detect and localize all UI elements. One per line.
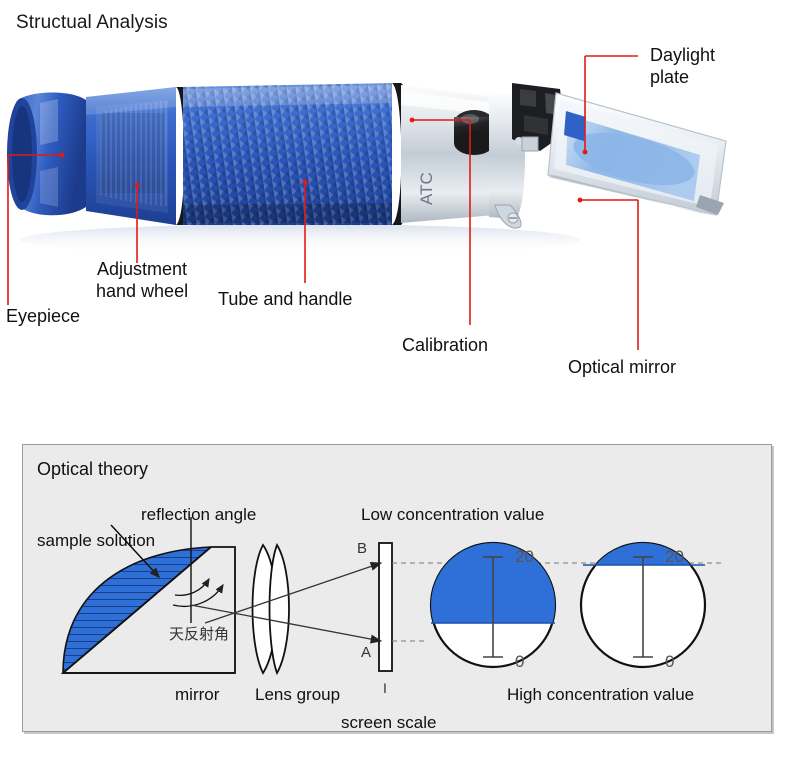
optical-theory-title: Optical theory — [37, 459, 149, 479]
surface-reflection — [20, 224, 580, 256]
low-scale-top: 20 — [515, 547, 534, 566]
tube-and-handle-part — [183, 83, 392, 225]
sample-solution-pointer — [110, 524, 161, 579]
screen-scale-shape — [378, 542, 393, 672]
device-svg: ATC — [7, 83, 727, 256]
ray-a-label: A — [361, 644, 371, 661]
lens-group-shape — [251, 542, 290, 676]
calibration-knob — [454, 110, 494, 155]
label-sample-solution: sample solution — [37, 531, 156, 550]
callout-label-tube-and-handle: Tube and handle — [218, 289, 353, 309]
label-low-concentration-value: Low concentration value — [361, 505, 545, 524]
low-concentration-readout: 20 0 — [429, 541, 557, 671]
callout-label-adjustment-hand-wheel: Adjustment hand wheel — [96, 259, 189, 301]
low-scale-bottom: 0 — [515, 652, 524, 671]
adjustment-hand-wheel-part — [86, 87, 176, 225]
callout-label-eyepiece: Eyepiece — [6, 306, 81, 326]
label-mirror: mirror — [175, 685, 220, 704]
callout-label-optical-mirror: Optical mirror — [568, 357, 677, 377]
light-rays — [190, 562, 383, 644]
optical-theory-diagram: I B A 20 0 — [60, 517, 723, 696]
label-high-concentration-value: High concentration value — [507, 685, 695, 704]
ray-b — [204, 562, 383, 624]
label-screen-scale: screen scale — [341, 713, 437, 732]
high-scale-top: 20 — [665, 547, 684, 566]
label-reflection-angle: reflection angle — [141, 505, 257, 524]
eyepiece-part — [7, 92, 86, 216]
callout-label-daylight-plate: Daylight plate — [650, 45, 716, 87]
refractometer-illustration: ATC — [0, 55, 800, 256]
high-scale-bottom: 0 — [665, 652, 674, 671]
callout-label-calibration: Calibration — [402, 335, 489, 355]
ray-a — [190, 604, 383, 644]
high-concentration-readout: 20 0 — [579, 541, 707, 671]
screen-mark-label: I — [383, 680, 387, 696]
ray-b-label: B — [357, 540, 367, 557]
callout-leader-lines — [7, 55, 639, 350]
label-lens-group: Lens group — [255, 685, 341, 704]
atc-print: ATC — [417, 172, 436, 205]
prism-block — [60, 546, 236, 674]
optical-theory-panel: Optical theory — [22, 444, 772, 732]
page-title: Structual Analysis — [16, 12, 168, 33]
label-reflection-angle-cjk: 天反射角 — [169, 625, 230, 643]
daylight-plate-window — [547, 92, 727, 216]
